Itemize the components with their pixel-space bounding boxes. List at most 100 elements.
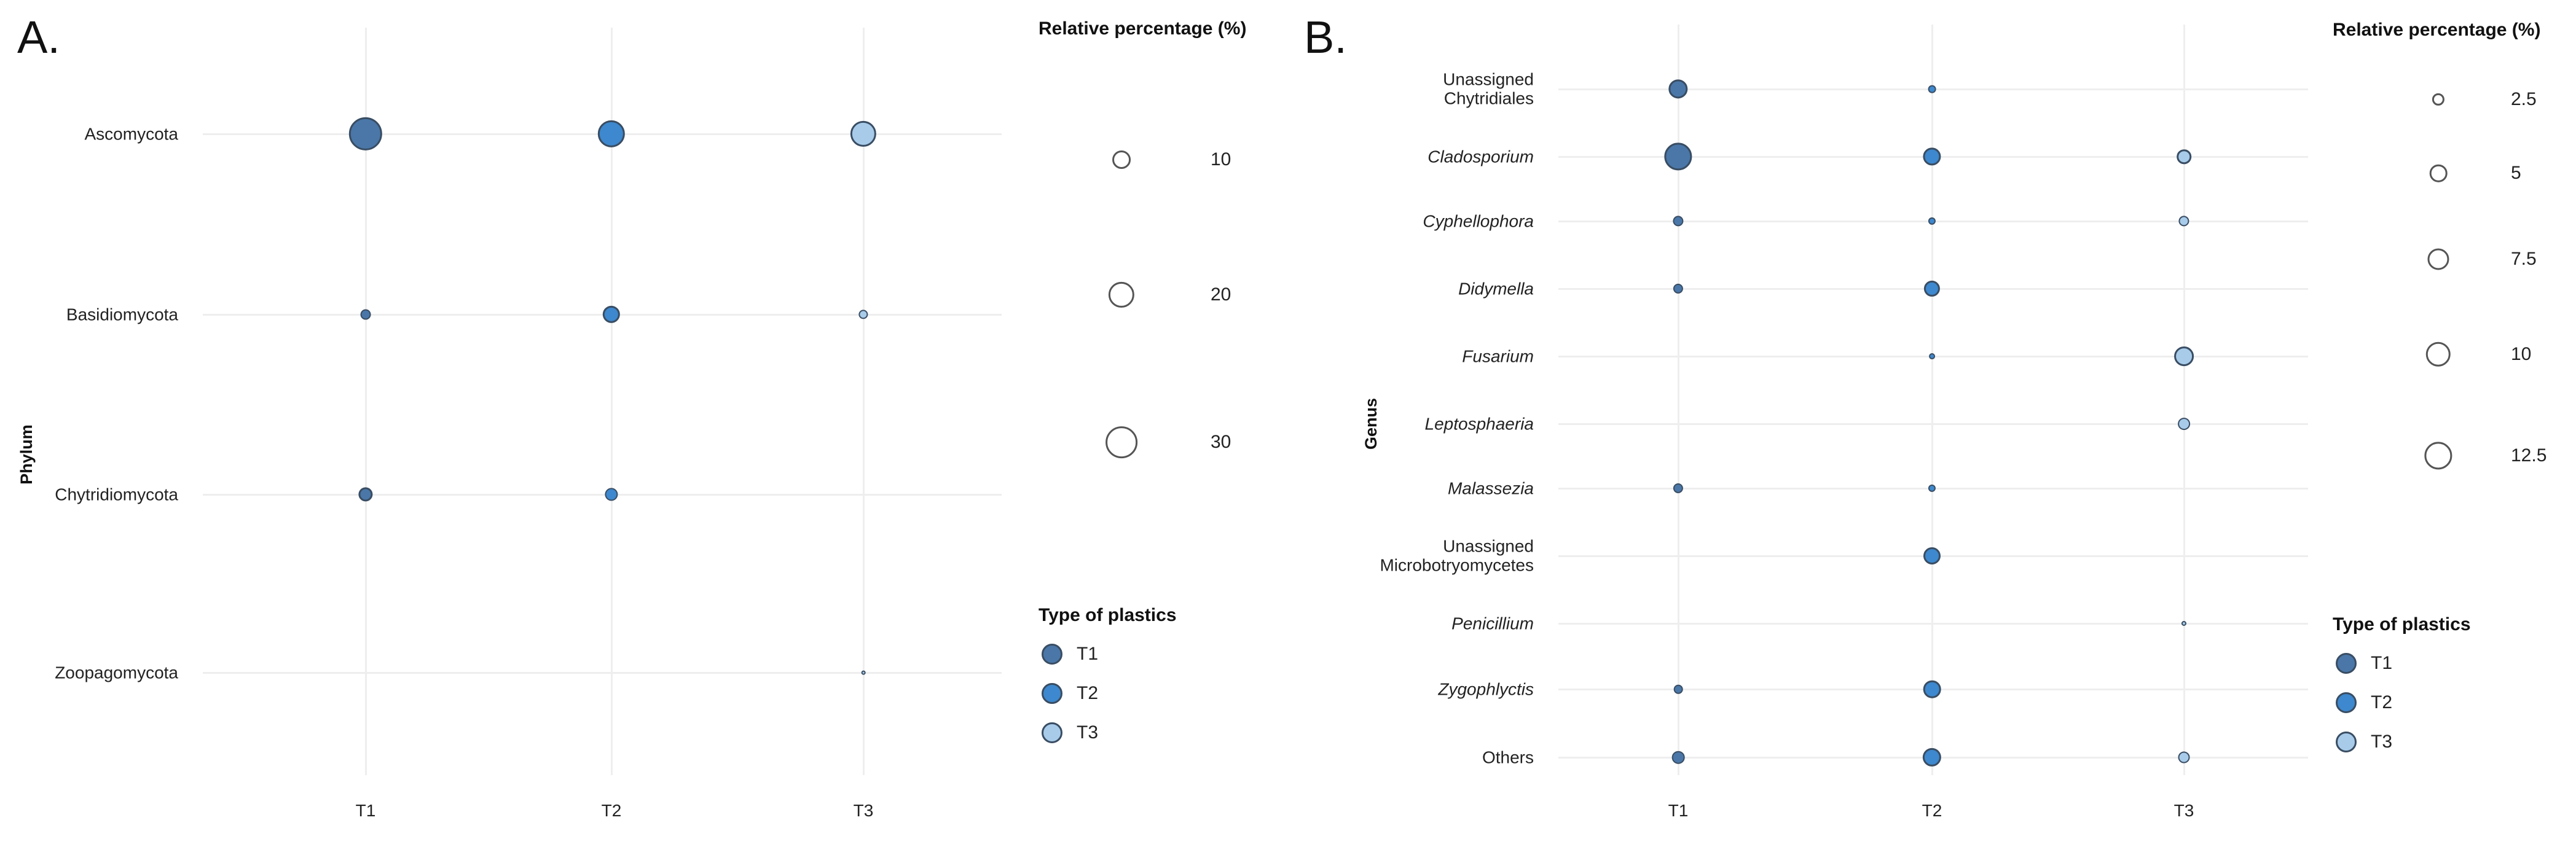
size-legend-key [2427, 248, 2449, 270]
size-legend-key [1105, 426, 1137, 458]
data-bubble [1923, 147, 1941, 166]
panel-b-letter: B. [1304, 12, 1347, 63]
gridline-vertical [863, 28, 865, 775]
y-axis-tick-label: Penicillium [1451, 614, 1534, 633]
data-bubble [1673, 483, 1684, 494]
data-bubble [1923, 280, 1941, 297]
x-axis-tick-label: T3 [2174, 801, 2194, 820]
data-bubble [2181, 620, 2187, 627]
y-axis-tick-label: Zygophlyctis [1438, 679, 1534, 699]
panel-a-y-axis-title: Phylum [17, 424, 36, 485]
gridline-vertical [1678, 25, 1679, 775]
data-bubble [858, 310, 868, 319]
y-axis-tick-label: Unassigned Microbotryomycetes [1380, 536, 1534, 575]
y-axis-tick-label: Cladosporium [1427, 147, 1534, 166]
panel-b-plot-area [1288, 0, 2576, 855]
y-axis-tick-label: Cyphellophora [1423, 211, 1534, 231]
size-legend-label: 7.5 [2511, 249, 2537, 269]
color-legend-label-t2[interactable]: T2 [1077, 683, 1099, 703]
gridline-vertical [365, 28, 367, 775]
x-axis-tick-label: T2 [601, 801, 622, 820]
panel-a-plot-area [203, 28, 1002, 775]
data-bubble [605, 488, 618, 501]
color-legend-swatch-t2[interactable] [1042, 683, 1062, 704]
y-axis-tick-label: Didymella [1458, 279, 1534, 299]
data-bubble [1671, 751, 1685, 764]
gridline-horizontal [203, 494, 1002, 496]
panel-b-color-legend-title: Type of plastics [2333, 614, 2471, 634]
data-bubble [1668, 79, 1688, 99]
y-axis-tick-label: Others [1482, 748, 1534, 767]
size-legend-label: 5 [2511, 163, 2521, 183]
data-bubble [1923, 680, 1941, 698]
color-legend-swatch-t1[interactable] [1042, 644, 1062, 665]
y-axis-tick-label: Unassigned Chytridiales [1443, 69, 1534, 108]
color-legend-label-t3[interactable]: T3 [2371, 732, 2393, 752]
data-bubble [1922, 748, 1942, 767]
size-legend-label: 30 [1211, 432, 1231, 452]
data-bubble [1929, 353, 1935, 359]
color-legend-swatch-t3[interactable] [2336, 732, 2357, 752]
panel-a-color-legend-title: Type of plastics [1039, 605, 1177, 625]
y-axis-tick-label: Chytridiomycota [55, 485, 178, 504]
y-axis-tick-label: Malassezia [1447, 478, 1534, 498]
data-bubble [2178, 751, 2190, 763]
y-axis-tick-label: Ascomycota [84, 124, 179, 144]
gridline-horizontal [203, 672, 1002, 674]
data-bubble [2178, 418, 2190, 430]
color-legend-swatch-t2[interactable] [2336, 692, 2357, 713]
data-bubble [1928, 85, 1936, 93]
size-legend-key [1112, 150, 1131, 169]
data-bubble [1673, 684, 1683, 694]
data-bubble [358, 487, 373, 502]
size-legend-label: 20 [1211, 284, 1231, 305]
x-axis-tick-label: T1 [355, 801, 376, 820]
data-bubble [2177, 149, 2191, 164]
size-legend-label: 10 [1211, 149, 1231, 170]
color-legend-label-t2[interactable]: T2 [2371, 692, 2393, 712]
size-legend-key [2429, 164, 2448, 182]
data-bubble [1673, 283, 1684, 294]
size-legend-key [2425, 342, 2451, 367]
gridline-vertical [2183, 25, 2185, 775]
data-bubble [360, 309, 371, 320]
size-legend-key [1108, 281, 1135, 308]
data-bubble [1664, 142, 1692, 171]
y-axis-tick-label: Zoopagomycota [55, 663, 178, 682]
size-legend-label: 10 [2511, 344, 2532, 364]
y-axis-tick-label: Leptosphaeria [1424, 414, 1534, 434]
color-legend-label-t3[interactable]: T3 [1077, 722, 1099, 743]
size-legend-label: 2.5 [2511, 89, 2537, 109]
data-bubble [1928, 217, 1936, 225]
data-bubble [1923, 547, 1941, 565]
x-axis-tick-label: T3 [853, 801, 874, 820]
data-bubble [602, 305, 621, 324]
gridline-horizontal [1558, 623, 2308, 625]
color-legend-label-t1[interactable]: T1 [1077, 644, 1099, 664]
gridline-vertical [1931, 25, 1933, 775]
data-bubble [348, 117, 383, 151]
data-bubble [2174, 346, 2194, 366]
data-bubble [597, 120, 626, 148]
x-axis-tick-label: T2 [1922, 801, 1942, 820]
color-legend-label-t1[interactable]: T1 [2371, 653, 2393, 673]
color-legend-swatch-t1[interactable] [2336, 653, 2357, 674]
color-legend-swatch-t3[interactable] [1042, 722, 1062, 743]
y-axis-tick-label: Basidiomycota [66, 305, 178, 324]
data-bubble [2178, 216, 2189, 227]
size-legend-key [2424, 442, 2452, 470]
panel-a-letter: A. [17, 12, 60, 63]
data-bubble [850, 120, 877, 147]
data-bubble [1673, 216, 1684, 227]
gridline-vertical [611, 28, 613, 775]
x-axis-tick-label: T1 [1668, 801, 1689, 820]
gridline-horizontal [1558, 423, 2308, 425]
y-axis-tick-label: Fusarium [1462, 346, 1534, 366]
data-bubble [1928, 484, 1936, 493]
data-bubble [861, 670, 866, 675]
panel-b-size-legend-title: Relative percentage (%) [2333, 20, 2541, 40]
size-legend-label: 12.5 [2511, 445, 2547, 466]
